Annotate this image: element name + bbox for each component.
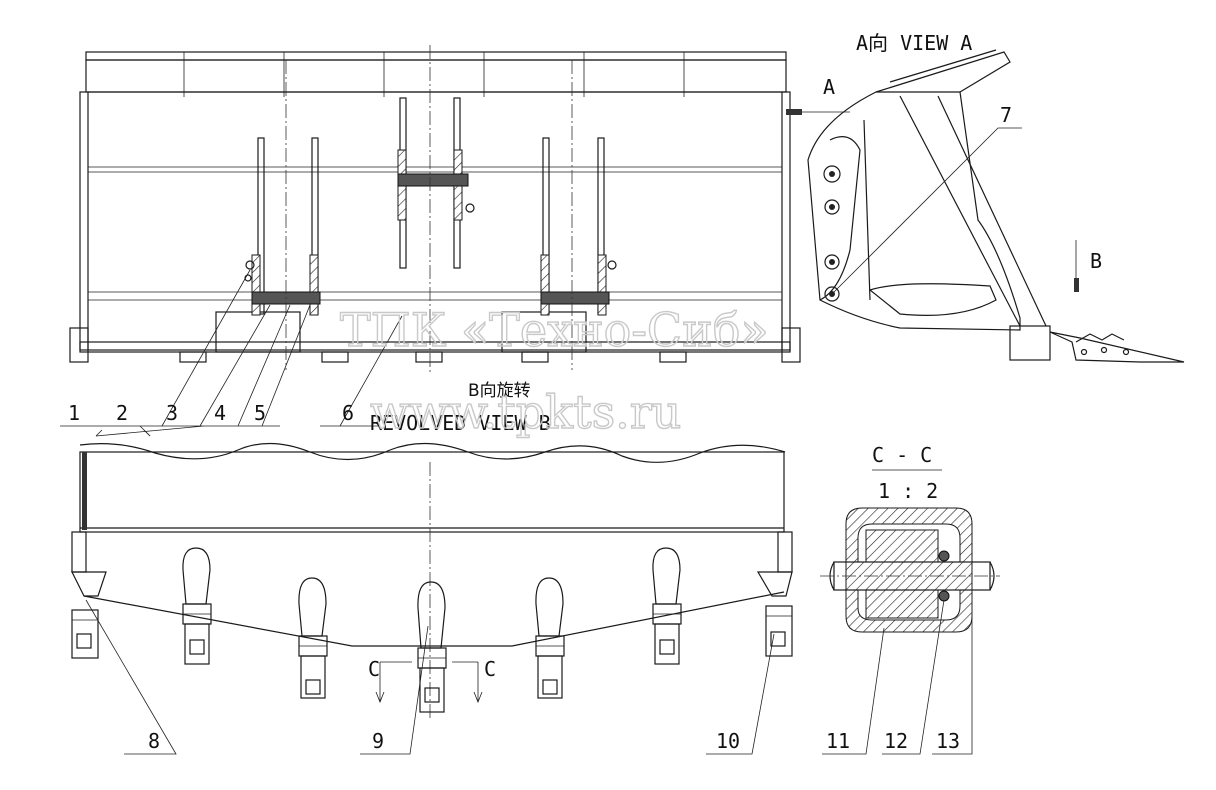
bucket-tooth <box>535 577 565 699</box>
bucket-tooth <box>652 547 682 665</box>
callout-2: 2 <box>116 401 128 425</box>
watermark-company: ТПК «Техно-Сиб» <box>340 303 769 357</box>
section-label: C - C <box>872 443 932 467</box>
view-a-title: A向 VIEW A <box>856 31 972 55</box>
callouts: 1 2 3 4 5 6 7 8 9 10 11 12 13 <box>68 103 1012 753</box>
callout-13: 13 <box>936 729 960 753</box>
bucket-tooth <box>298 577 328 699</box>
section-scale: 1 : 2 <box>878 479 938 503</box>
callout-9: 9 <box>372 729 384 753</box>
callout-12: 12 <box>884 729 908 753</box>
revolved-view-b <box>71 442 793 720</box>
bucket-tooth <box>417 581 447 713</box>
view-b-title-cn: B向旋转 <box>468 381 531 401</box>
callout-1: 1 <box>68 401 80 425</box>
callout-10: 10 <box>716 729 740 753</box>
view-b-title-en: REVOLVED VIEW B <box>370 411 551 435</box>
callout-5: 5 <box>254 401 266 425</box>
view-b-marker: B <box>1090 249 1102 273</box>
corner-tooth <box>71 609 99 659</box>
bracket-arrows <box>95 429 151 437</box>
callout-6: 6 <box>342 401 354 425</box>
callout-4: 4 <box>214 401 226 425</box>
front-view <box>69 45 850 375</box>
section-c-c <box>820 469 1000 633</box>
callout-3: 3 <box>166 401 178 425</box>
cut-label-right: C <box>484 657 496 681</box>
callout-11: 11 <box>826 729 850 753</box>
leader-lines <box>60 127 1022 755</box>
watermark-site: www.tpkts.ru <box>370 385 681 439</box>
view-a-marker: A <box>823 75 835 99</box>
corner-tooth <box>765 605 793 657</box>
section-cut-marks <box>375 661 483 704</box>
callout-7: 7 <box>1000 103 1012 127</box>
side-view <box>807 49 1185 363</box>
cut-label-left: C <box>368 657 380 681</box>
bucket-tooth <box>182 547 212 665</box>
callout-8: 8 <box>148 729 160 753</box>
